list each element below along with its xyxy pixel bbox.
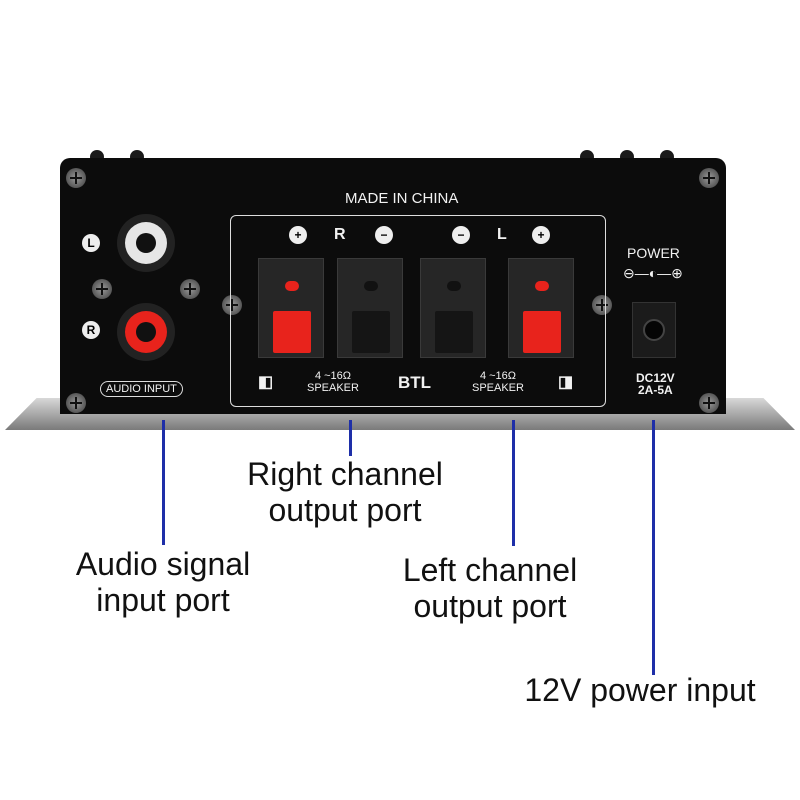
callout-line-audio xyxy=(162,420,165,545)
dc-power-jack[interactable] xyxy=(632,302,676,358)
impedance-label: 4 ~16Ω xyxy=(479,370,517,382)
power-label: POWER xyxy=(627,245,680,261)
callout-text: Right channel xyxy=(247,456,443,492)
input-r-label: R xyxy=(82,321,100,339)
terminal-left-plus[interactable] xyxy=(508,258,574,358)
minus-icon: − xyxy=(375,226,393,244)
screw-icon xyxy=(699,393,719,413)
screw-icon xyxy=(66,393,86,413)
callout-text: output port xyxy=(268,492,422,528)
speaker-icon: ◧ xyxy=(258,374,274,391)
rca-input-left[interactable] xyxy=(117,214,175,272)
right-channel-label: R xyxy=(334,226,346,243)
screw-icon xyxy=(699,168,719,188)
terminal-right-minus[interactable] xyxy=(337,258,403,358)
rca-input-right[interactable] xyxy=(117,303,175,361)
btl-label: BTL xyxy=(398,373,432,392)
screw-icon xyxy=(180,279,200,299)
impedance-label: 4 ~16Ω xyxy=(314,370,352,382)
input-l-label: L xyxy=(82,234,100,252)
terminal-right-plus[interactable] xyxy=(258,258,324,358)
speaker-terminal-frame xyxy=(230,215,606,407)
callout-text: Left channel xyxy=(402,552,578,588)
audio-input-label: AUDIO INPUT xyxy=(100,381,183,397)
minus-icon: − xyxy=(452,226,470,244)
screw-icon xyxy=(222,295,242,315)
plus-icon: + xyxy=(532,226,550,244)
dc-rating-voltage: DC12V xyxy=(636,371,675,385)
speaker-label: SPEAKER xyxy=(472,382,524,394)
speaker-icon: ◨ xyxy=(558,374,574,391)
dc-rating-current: 2A-5A xyxy=(638,383,673,397)
screw-icon xyxy=(92,279,112,299)
callout-line-right xyxy=(349,420,352,456)
callout-line-left xyxy=(512,420,515,546)
callout-power-input: 12V power input xyxy=(524,672,756,708)
callout-line-power xyxy=(652,420,655,675)
terminal-left-minus[interactable] xyxy=(420,258,486,358)
made-in-label: MADE IN CHINA xyxy=(345,190,459,207)
screw-icon xyxy=(66,168,86,188)
speaker-label: SPEAKER xyxy=(307,382,359,394)
callout-text: output port xyxy=(413,588,567,624)
callout-text: Audio signal xyxy=(75,546,251,582)
left-channel-label: L xyxy=(497,226,507,243)
polarity-icon: ⊖—◐—⊕ xyxy=(623,265,683,281)
callout-text: input port xyxy=(96,582,230,618)
screw-icon xyxy=(592,295,612,315)
plus-icon: + xyxy=(289,226,307,244)
